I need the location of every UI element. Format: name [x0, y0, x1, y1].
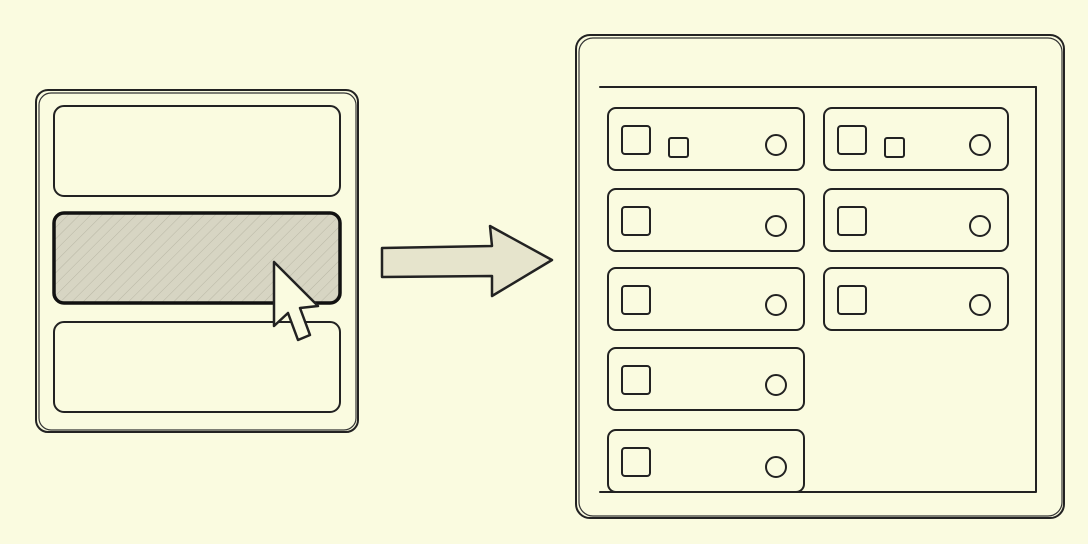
arrow-icon: [380, 224, 554, 298]
thumbnail-icon: [621, 447, 651, 477]
result-card[interactable]: [823, 267, 1009, 331]
status-dot-icon[interactable]: [765, 215, 787, 237]
result-card[interactable]: [607, 107, 805, 171]
status-dot-icon[interactable]: [765, 134, 787, 156]
list-item[interactable]: [53, 321, 341, 413]
thumbnail-icon: [837, 285, 867, 315]
status-dot-icon[interactable]: [765, 374, 787, 396]
result-panel: [575, 34, 1065, 519]
status-dot-icon[interactable]: [765, 294, 787, 316]
status-dot-icon[interactable]: [765, 456, 787, 478]
thumbnail-icon: [621, 285, 651, 315]
list-item[interactable]: [53, 105, 341, 197]
source-panel: [35, 89, 359, 433]
status-dot-icon[interactable]: [969, 215, 991, 237]
thumbnail-icon: [621, 365, 651, 395]
result-card[interactable]: [823, 107, 1009, 171]
result-card[interactable]: [607, 188, 805, 252]
list-item-selected[interactable]: [52, 211, 342, 305]
result-card[interactable]: [607, 347, 805, 411]
badge-icon: [668, 137, 689, 158]
thumbnail-icon: [621, 206, 651, 236]
cursor-icon: [272, 260, 320, 342]
thumbnail-icon: [837, 206, 867, 236]
badge-icon: [884, 137, 905, 158]
thumbnail-icon: [621, 125, 651, 155]
status-dot-icon[interactable]: [969, 294, 991, 316]
result-card[interactable]: [607, 267, 805, 331]
result-card[interactable]: [823, 188, 1009, 252]
status-dot-icon[interactable]: [969, 134, 991, 156]
thumbnail-icon: [837, 125, 867, 155]
result-card[interactable]: [607, 429, 805, 493]
